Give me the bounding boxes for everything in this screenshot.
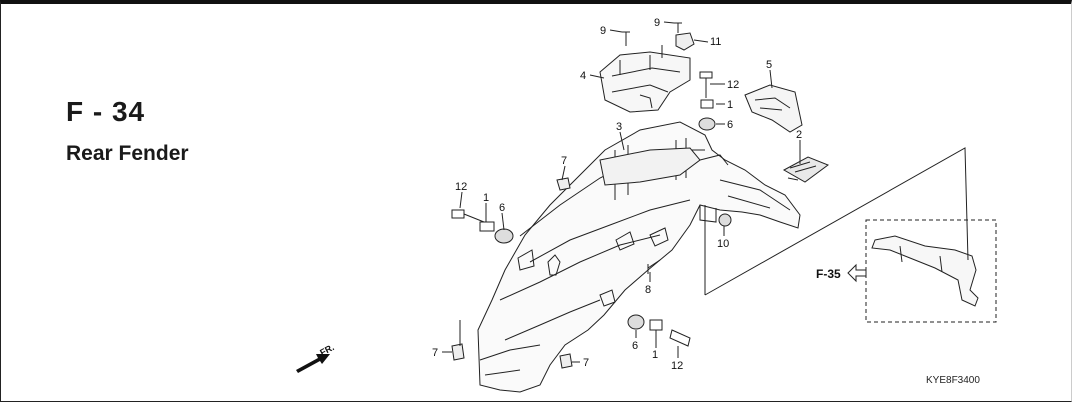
direction-label: FR. bbox=[318, 342, 335, 358]
callout-7-top: 7 bbox=[561, 155, 567, 167]
callout-f35: F-35 bbox=[816, 267, 841, 281]
callout-10: 10 bbox=[717, 238, 729, 250]
inset-box bbox=[865, 219, 997, 323]
part-9-screw-b bbox=[674, 22, 682, 33]
callout-9a: 9 bbox=[600, 25, 606, 37]
callout-6-bottom: 6 bbox=[632, 340, 638, 352]
part-6-grommet-bottom bbox=[627, 314, 645, 330]
callout-8: 8 bbox=[645, 284, 651, 296]
callout-1-left: 1 bbox=[483, 192, 489, 204]
callout-12-bottom: 12 bbox=[671, 360, 683, 372]
part-4-cover bbox=[599, 51, 691, 113]
callout-7-right: 7 bbox=[583, 357, 589, 369]
reference-code: KYE8F3400 bbox=[926, 375, 980, 386]
part-1-collar-bottom bbox=[649, 319, 663, 331]
part-8-screw bbox=[647, 259, 661, 274]
rear-fender-body bbox=[477, 121, 801, 393]
callout-labels: 9 9 11 4 12 5 1 6 3 2 7 12 1 6 10 F-35 8… bbox=[432, 17, 841, 372]
callout-7-left: 7 bbox=[432, 347, 438, 359]
callout-12-left: 12 bbox=[455, 181, 467, 193]
callout-11: 11 bbox=[710, 36, 721, 48]
front-direction-icon: FR. bbox=[296, 342, 336, 373]
part-7-clip-top bbox=[556, 177, 571, 191]
part-6-grommet-left bbox=[494, 228, 514, 244]
part-12-bolt-left bbox=[451, 209, 485, 223]
callout-2: 2 bbox=[796, 129, 802, 141]
part-12-bolt-top bbox=[699, 71, 713, 98]
section-code: F - 34 bbox=[66, 96, 146, 127]
part-6-grommet-top bbox=[698, 117, 716, 131]
part-1-collar-top bbox=[700, 99, 714, 109]
callout-9b: 9 bbox=[654, 17, 660, 29]
callout-6-left: 6 bbox=[499, 202, 505, 214]
callout-3: 3 bbox=[616, 121, 622, 133]
callout-6-top: 6 bbox=[727, 119, 733, 131]
callout-4: 4 bbox=[580, 70, 586, 82]
callout-5: 5 bbox=[766, 59, 772, 71]
section-title: Rear Fender bbox=[66, 142, 189, 165]
callout-1-bottom: 1 bbox=[652, 349, 658, 361]
part-9-screw-a bbox=[622, 31, 630, 46]
part-11-clip bbox=[675, 32, 695, 51]
part-7-clip-left bbox=[451, 343, 465, 361]
part-7-clip-right bbox=[559, 353, 573, 369]
part-12-bolt-bottom bbox=[669, 329, 691, 347]
part-1-collar-left bbox=[479, 221, 495, 232]
part-5-holder bbox=[744, 84, 803, 133]
f35-arrow-icon bbox=[847, 263, 867, 283]
callout-12-top: 12 bbox=[727, 79, 739, 91]
inset-bracket bbox=[871, 235, 979, 307]
part-10-nut bbox=[718, 213, 732, 227]
callout-1-top: 1 bbox=[727, 99, 733, 111]
